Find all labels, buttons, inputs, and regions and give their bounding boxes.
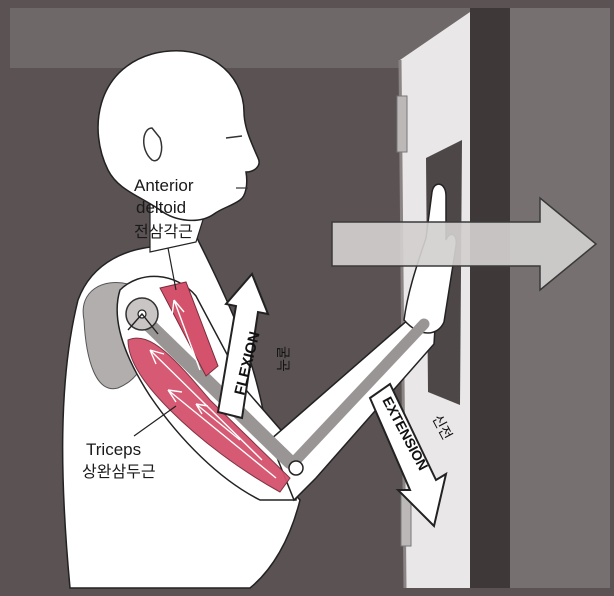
anterior-deltoid-label-en2: deltoid <box>136 198 186 218</box>
triceps-label-en: Triceps <box>86 440 141 460</box>
right-wall-panel <box>508 8 610 588</box>
door-hinge-top <box>397 96 407 152</box>
anterior-deltoid-label-ko: 전삼각근 <box>134 222 193 242</box>
anterior-deltoid-label-en1: Anterior <box>134 176 194 196</box>
door-dark-frame <box>470 8 510 588</box>
flexion-label-ko: 굴곡 <box>274 346 290 372</box>
elbow-joint <box>289 461 303 475</box>
triceps-label-ko: 상완삼두근 <box>82 462 156 482</box>
